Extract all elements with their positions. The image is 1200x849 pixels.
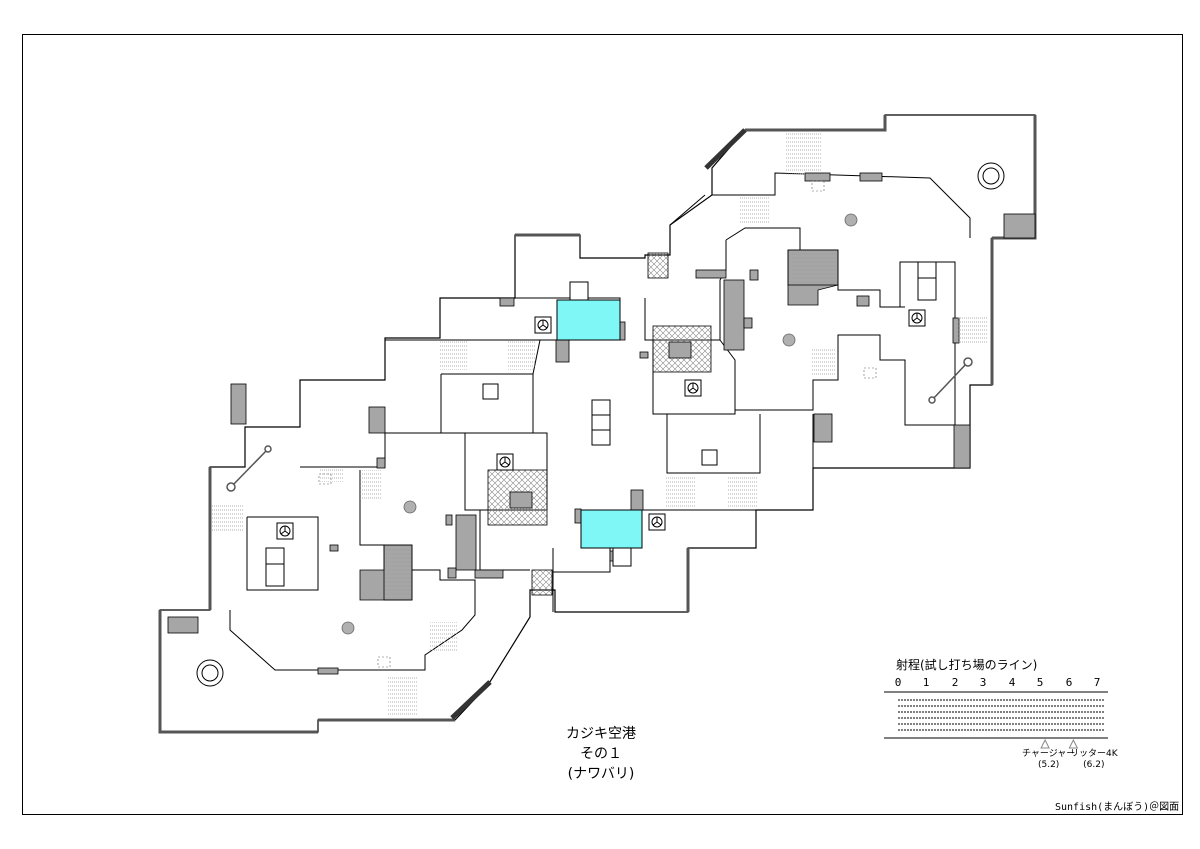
weapon-label-charger: チャージャー (5.2) — [1022, 749, 1075, 771]
fan-icons — [276, 309, 926, 540]
weapon-range: (6.2) — [1083, 760, 1105, 770]
small-dotted-boxes — [318, 180, 877, 668]
map-title: カジキ空港 その１ (ナワバリ) — [551, 723, 651, 783]
weapon-range-markers — [1040, 738, 1079, 749]
fence-zones — [487, 252, 712, 596]
map-frame — [22, 34, 1183, 815]
range-tick-label: 2 — [951, 676, 959, 689]
range-tick-label: 0 — [894, 676, 902, 689]
stair-markings — [212, 133, 988, 715]
range-ruler — [884, 691, 1108, 739]
range-scale-title: 射程(試し打ち場のライン) — [896, 658, 1038, 672]
range-tick-label: 3 — [979, 676, 987, 689]
weapon-range-marker — [1068, 738, 1079, 749]
range-tick-label: 6 — [1065, 676, 1073, 689]
pillars — [341, 213, 858, 635]
crates — [265, 261, 937, 587]
range-tick-label: 4 — [1008, 676, 1016, 689]
range-tick-label: 7 — [1093, 676, 1101, 689]
base-highlights — [556, 299, 643, 549]
map-title-line2: その１ — [580, 746, 622, 762]
range-tick-label: 1 — [922, 676, 930, 689]
ramps — [359, 249, 839, 601]
weapon-name: チャージャー — [1022, 749, 1076, 759]
map-title-line1: カジキ空港 — [566, 726, 636, 742]
author-credit: Sunfish(まんぼう)＠図面 — [1055, 802, 1180, 813]
weapon-range-marker — [1040, 738, 1050, 749]
weapon-range: (5.2) — [1037, 760, 1060, 770]
gray-blocks — [167, 172, 1036, 675]
weapon-label-eliter: リッター4K (6.2) — [1070, 749, 1118, 771]
map-title-line3: (ナワバリ) — [567, 766, 635, 782]
spawn-pads — [196, 162, 1005, 687]
range-tick-label: 5 — [1036, 676, 1044, 689]
weapon-name: リッター4K — [1070, 749, 1118, 759]
grind-rails — [226, 357, 973, 492]
